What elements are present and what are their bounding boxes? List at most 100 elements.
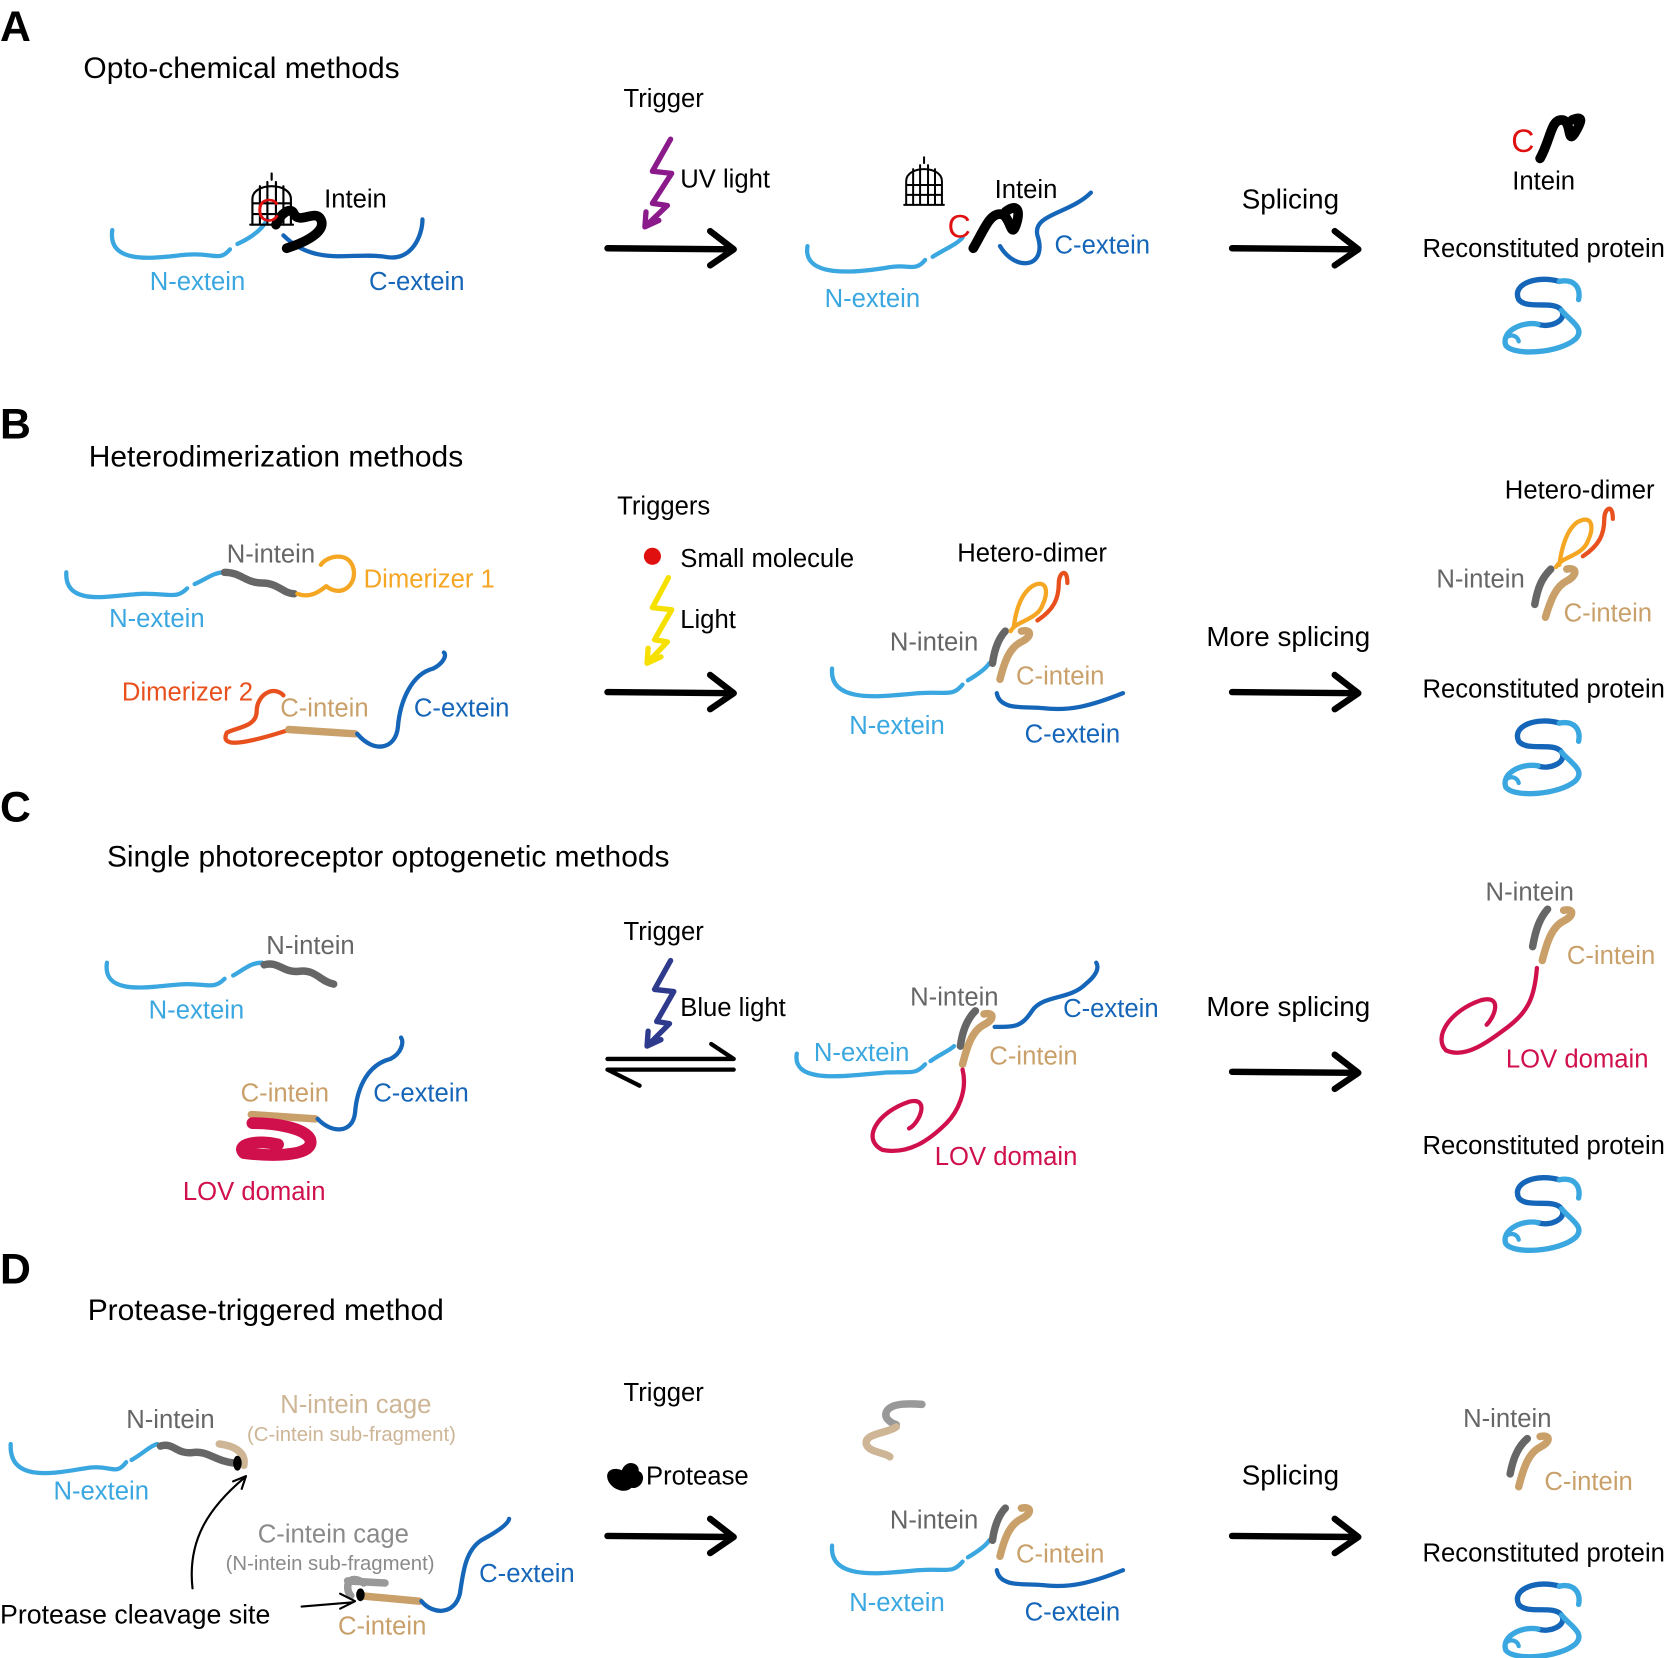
n-intein-label: N-intein [126,1406,214,1434]
step-label: More splicing [1206,621,1370,652]
reconstituted-label: Reconstituted protein [1422,235,1664,263]
c-intein-cage-sub-label: (N-intein sub-fragment) [226,1553,435,1575]
lightning-icon [644,574,675,666]
blue-light-label: Blue light [680,994,786,1022]
intein-label: Intein [1512,167,1575,195]
panel-title: Opto-chemical methods [83,52,399,85]
reconstituted-protein [1505,1178,1579,1251]
c-extein-label: C-extein [1063,995,1159,1023]
n-extein-label: N-extein [149,996,245,1024]
reconstituted-label: Reconstituted protein [1422,1540,1664,1568]
n-intein-label: N-intein [1486,879,1574,907]
protease-icon [607,1463,644,1491]
n-intein-label: N-intein [1463,1405,1551,1433]
intein-label: Intein [324,186,387,214]
pointer-arrow-icon [300,1592,357,1610]
intein-label: Intein [995,176,1058,204]
pointer-arrow-icon [190,1474,248,1590]
reconstituted-label: Reconstituted protein [1422,1132,1664,1160]
c-extein-label: C-extein [479,1560,575,1588]
heterodimer-complex: Hetero-dimer N-intein C-intein N-extein … [829,540,1126,748]
dimerizer-2-label: Dimerizer 2 [122,679,253,707]
arrow-icon [607,231,733,265]
n-extein-label: N-extein [53,1478,149,1506]
cage-icon [903,156,945,206]
n-extein-label: N-extein [150,268,246,296]
c-extein-label: C-extein [1025,720,1121,748]
c-intein-label: C-intein [1544,1468,1632,1496]
c-intein-label: C-intein [1016,1541,1104,1569]
c-intein-label: C-intein [1564,600,1652,628]
n-intein-label: N-intein [1436,565,1524,593]
heterodimer-label: Hetero-dimer [1505,477,1655,505]
equilibrium-arrow-icon [605,1041,736,1088]
panel-letter: D [0,1246,31,1294]
arrow-icon [1232,231,1358,265]
panel-d: D Protease-triggered method N-intein N-i… [0,1246,1665,1657]
arrow-icon [607,1519,733,1553]
small-molecule-label: Small molecule [680,545,854,573]
c-intein-label: C-intein [1016,663,1104,691]
released-cages [862,1400,926,1461]
triggers-label: Triggers [617,493,710,521]
c-intein-label: C-intein [280,695,368,723]
panel-letter: C [0,784,31,832]
n-intein-label: N-intein [890,1506,978,1534]
c-extein-label: C-extein [1025,1598,1121,1626]
heterodimer-label: Hetero-dimer [957,540,1107,568]
panel-letter: B [0,401,31,449]
panel-title: Single photoreceptor optogenetic methods [107,840,670,873]
caged-intein-precursor: C Intein N-extein C-extein [110,172,465,296]
c-intein-label: C-intein [241,1080,329,1108]
c-intein-label: C-intein [989,1042,1077,1070]
lightning-icon [642,136,675,230]
n-intein-label: N-intein [227,541,315,569]
arrow-icon [1232,1055,1358,1089]
arrow-icon [607,675,733,709]
c-intein-label: C-intein [338,1612,426,1640]
photoreceptor-complex: N-intein C-extein N-extein C-intein LOV … [794,960,1159,1171]
c-extein-label: C-extein [1055,232,1151,260]
n-intein-cage-sub-label: (C-intein sub-fragment) [247,1424,456,1446]
c-extein-label: C-extein [369,268,465,296]
n-intein-label: N-intein [910,983,998,1011]
n-extein-label: N-extein [849,712,945,740]
step-label: Splicing [1242,1460,1339,1491]
n-intein-label: N-intein [890,628,978,656]
c-label: C [1511,123,1534,159]
panel-c: C Single photoreceptor optogenetic metho… [0,784,1665,1251]
n-extein-label: N-extein [849,1589,945,1617]
step-label: Splicing [1242,184,1339,215]
panel-title: Heterodimerization methods [89,440,463,473]
reconstituted-protein [1505,721,1579,794]
arrow-icon [1232,1519,1358,1553]
n-extein-label: N-extein [109,605,205,633]
n-intein-cage-label: N-intein cage [280,1391,431,1419]
panel-title: Protease-triggered method [88,1294,444,1327]
step-label: More splicing [1206,991,1370,1022]
cleavage-site-icon [356,1588,365,1602]
n-intein-label: N-intein [266,932,354,960]
small-molecule-icon [643,547,661,565]
reconstituted-label: Reconstituted protein [1422,675,1664,703]
trigger-label: Trigger [624,918,705,946]
protease-label: Protease [646,1463,749,1491]
lov-domain-label: LOV domain [1506,1046,1649,1074]
reconstituted-protein [1505,1584,1579,1657]
panel-b: B Heterodimerization methods N-intein Di… [0,401,1665,794]
lov-domain-label: LOV domain [183,1178,326,1206]
c-intein-label: C-intein [1567,942,1655,970]
lov-domain-label: LOV domain [935,1143,1078,1171]
uv-light-label: UV light [680,165,770,193]
n-extein-label: N-extein [814,1039,910,1067]
trigger-label: Trigger [624,1379,705,1407]
excised-intein [1535,113,1586,164]
trigger-label: Trigger [624,85,705,113]
light-label: Light [680,606,736,634]
c-extein-label: C-extein [414,695,510,723]
uncaged-intein: C Intein C-extein N-extein [805,156,1151,313]
panel-a: A Opto-chemical methods C Intein N-extei… [0,3,1665,352]
panel-letter: A [0,3,31,51]
c-label: C [948,209,971,245]
